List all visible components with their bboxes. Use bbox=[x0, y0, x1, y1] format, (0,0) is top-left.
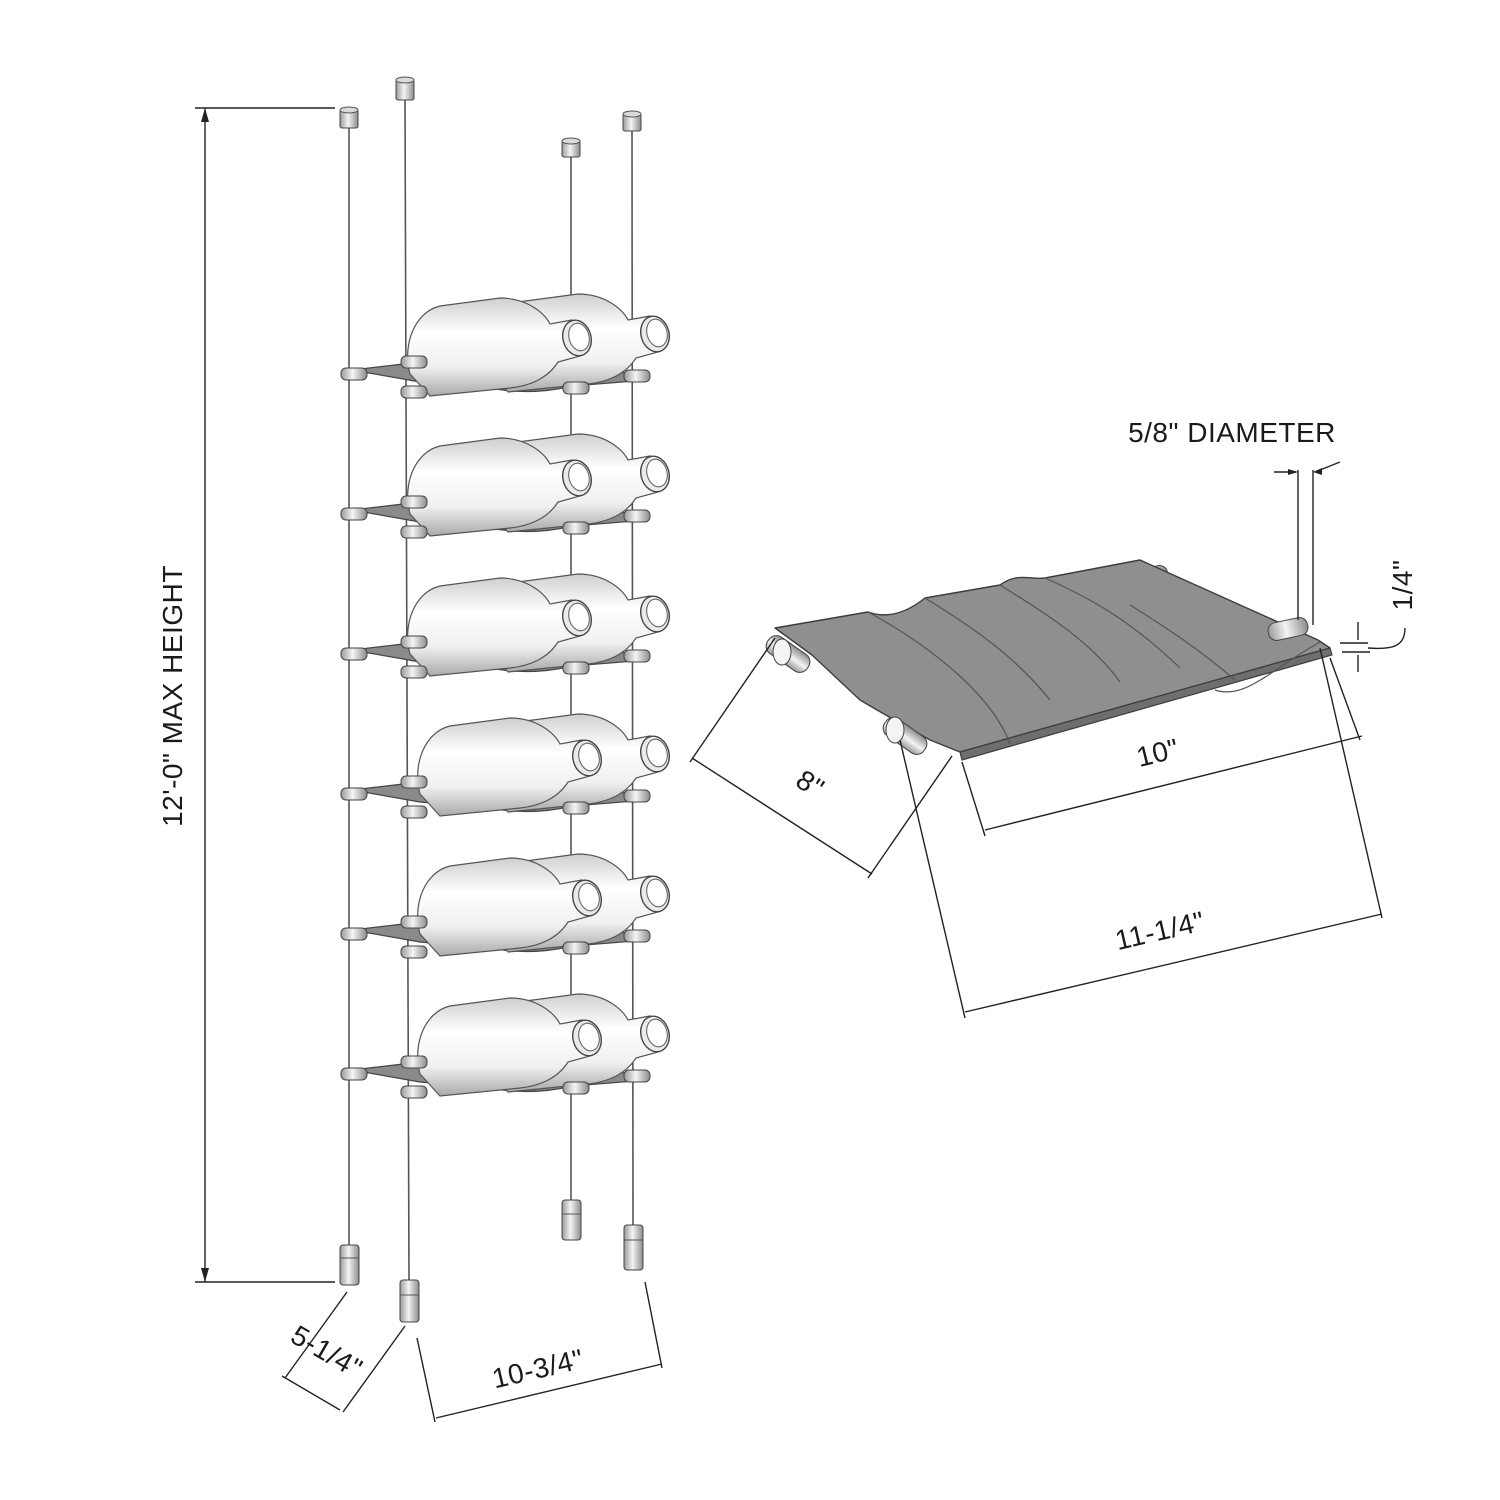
rack-shelf bbox=[340, 433, 671, 539]
ceiling-caps bbox=[339, 76, 642, 158]
cables bbox=[348, 99, 634, 1281]
shelf-detail bbox=[765, 559, 1333, 761]
bottle-cap-inner bbox=[646, 878, 668, 908]
shelf-standoff bbox=[400, 1085, 428, 1099]
shelf-standoff bbox=[623, 649, 651, 663]
bottle-cap-inner bbox=[568, 462, 590, 492]
bottle-body bbox=[417, 857, 591, 957]
bottle-body bbox=[417, 997, 591, 1097]
shelf-standoff bbox=[400, 1055, 428, 1069]
max-height-dimension: 12'-0" MAX HEIGHT bbox=[157, 107, 335, 1283]
ceiling-cap bbox=[395, 76, 415, 101]
floor-anchors bbox=[339, 1199, 644, 1323]
thickness-label: 1/4" bbox=[1387, 560, 1418, 611]
shelf-standoff bbox=[400, 775, 428, 789]
wine-bottle bbox=[407, 297, 593, 397]
wavy-tray bbox=[774, 559, 1331, 753]
front-right-standoff bbox=[882, 716, 928, 755]
depth-label: 5-1/4" bbox=[286, 1319, 368, 1384]
floor-anchor bbox=[399, 1279, 420, 1323]
right-end-standoff bbox=[1267, 617, 1309, 641]
bottle-body bbox=[407, 577, 581, 677]
bottle-cap-inner bbox=[646, 738, 668, 768]
thickness-dimension: 1/4" bbox=[1340, 560, 1418, 672]
shelf-standoff bbox=[400, 665, 428, 679]
depth-dimension: 5-1/4" bbox=[281, 1291, 406, 1413]
shelf-standoff bbox=[400, 355, 428, 369]
bottle-body bbox=[407, 297, 581, 397]
rack-shelf bbox=[340, 853, 671, 959]
bottle-body bbox=[407, 437, 581, 537]
rack-shelves bbox=[340, 293, 671, 1099]
shelf-standoff bbox=[400, 525, 428, 539]
rack-shelf bbox=[340, 293, 671, 399]
diameter-dimension: 5/8" DIAMETER bbox=[1128, 417, 1341, 625]
wine-bottle bbox=[407, 437, 593, 537]
floor-anchor bbox=[623, 1224, 644, 1271]
floor-anchor bbox=[561, 1199, 582, 1241]
shelf-standoff bbox=[340, 787, 368, 801]
shelf-standoff bbox=[623, 789, 651, 803]
shelf-standoff bbox=[340, 507, 368, 521]
shelf-depth-label: 8" bbox=[791, 764, 830, 804]
bottle-cap-inner bbox=[646, 318, 668, 348]
floor-anchor bbox=[339, 1244, 360, 1286]
shelf-standoff bbox=[623, 1069, 651, 1083]
shelf-standoff bbox=[623, 509, 651, 523]
ceiling-cap bbox=[339, 106, 359, 129]
wine-bottle bbox=[407, 577, 593, 677]
rack-width-label: 10-3/4" bbox=[489, 1343, 586, 1394]
max-height-label: 12'-0" MAX HEIGHT bbox=[157, 565, 188, 827]
shelf-standoff bbox=[400, 385, 428, 399]
wine-bottle bbox=[417, 997, 603, 1097]
bottle-body bbox=[417, 717, 591, 817]
shelf-standoff bbox=[400, 805, 428, 819]
bottle-cap-inner bbox=[568, 602, 590, 632]
shelf-standoff bbox=[340, 1067, 368, 1081]
wine-bottle bbox=[417, 857, 603, 957]
rack-shelf bbox=[340, 713, 671, 819]
bottle-cap-inner bbox=[646, 598, 668, 628]
shelf-standoff bbox=[562, 1081, 590, 1095]
shelf-standoff bbox=[400, 915, 428, 929]
ceiling-cap bbox=[622, 110, 642, 132]
bottle-cap-inner bbox=[578, 1022, 600, 1052]
shelf-standoff bbox=[562, 801, 590, 815]
bottle-cap-inner bbox=[568, 322, 590, 352]
rack-shelf bbox=[340, 993, 671, 1099]
bottle-cap-inner bbox=[646, 458, 668, 488]
rack-width-dimension: 10-3/4" bbox=[416, 1281, 663, 1423]
shelf-standoff bbox=[623, 929, 651, 943]
shelf-standoff bbox=[562, 661, 590, 675]
shelf-standoff bbox=[340, 647, 368, 661]
bottle-cap-inner bbox=[578, 882, 600, 912]
shelf-standoff bbox=[562, 381, 590, 395]
rack-shelf bbox=[340, 573, 671, 679]
shelf-standoff bbox=[562, 941, 590, 955]
shelf-standoff bbox=[340, 367, 368, 381]
shelf-standoff bbox=[623, 369, 651, 383]
bottle-cap-inner bbox=[646, 1018, 668, 1048]
wine-bottle bbox=[417, 717, 603, 817]
bottle-cap-inner bbox=[578, 742, 600, 772]
shelf-standoff bbox=[400, 495, 428, 509]
shelf-standoff bbox=[400, 635, 428, 649]
shelf-standoff bbox=[562, 521, 590, 535]
shelf-standoff bbox=[340, 927, 368, 941]
shelf-standoff bbox=[400, 945, 428, 959]
shelf-total-width-label: 11-1/4" bbox=[1112, 905, 1207, 956]
ceiling-cap bbox=[561, 137, 581, 158]
front-left-standoff bbox=[765, 635, 811, 673]
shelf-inner-width-label: 10" bbox=[1133, 733, 1182, 773]
diameter-label: 5/8" DIAMETER bbox=[1128, 417, 1336, 448]
